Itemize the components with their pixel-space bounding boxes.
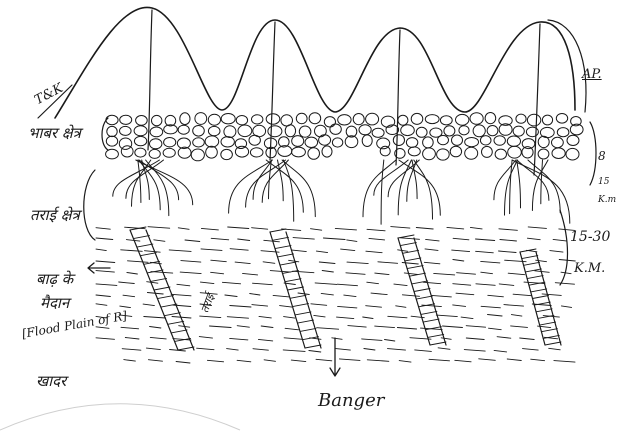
faint-arc: [0, 404, 240, 430]
pebble-band: [106, 113, 583, 161]
down-arrow: [330, 338, 340, 376]
ap-bracket: [548, 20, 586, 112]
label-bhabar: भाबर क्षेत्र: [28, 126, 81, 141]
label-tarai: तराई क्षेत्र: [30, 208, 80, 223]
label-dist-15: 15: [598, 178, 609, 187]
label-bhangar: Banger: [318, 392, 384, 410]
label-flood-hi-1: बाढ़ के: [36, 272, 73, 287]
label-dist-8: 8: [598, 150, 606, 162]
label-dist-15-30: 15-30: [570, 230, 610, 244]
bhabar-bracket: [590, 122, 596, 185]
label-dist-km-small: K.m: [598, 196, 616, 205]
label-khadar: खादर: [36, 374, 66, 389]
tarai-bracket: [560, 210, 568, 285]
label-ap: AP.: [582, 68, 602, 81]
label-flood-hi-2: मैदान: [40, 296, 69, 311]
river-line-4: [534, 24, 540, 175]
mountain-profile: [55, 7, 575, 118]
tarai-left-bracket: [84, 170, 95, 240]
river-channels: [130, 227, 561, 350]
label-dist-km: K.M.: [574, 262, 605, 275]
tarai-channels: [113, 160, 570, 224]
